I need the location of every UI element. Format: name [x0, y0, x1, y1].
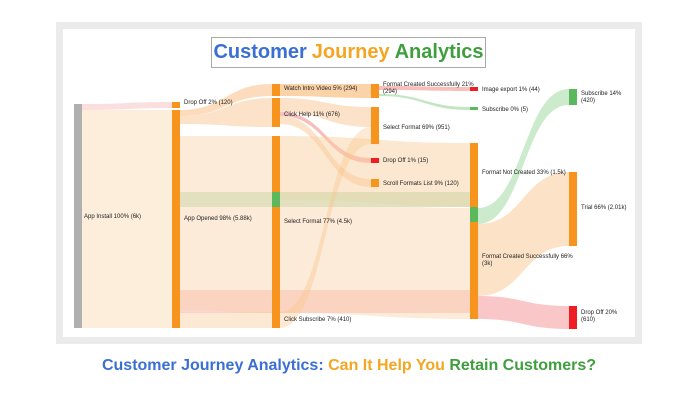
sankey-label-format_created_b: Format Created Successfully 66%(3k): [482, 254, 573, 267]
sankey-label-watch_intro: Watch Intro Video 5% (294): [284, 86, 357, 92]
sankey-label-select_format_a: Select Format 77% (4.5k): [284, 219, 352, 225]
sankey-node-watch_intro[interactable]: [272, 84, 280, 96]
sankey-link-click_help-to-select_format_b: [280, 98, 371, 127]
sankey-node-select_format_a[interactable]: [272, 136, 280, 313]
sankey-node-highlight-green-1: [470, 207, 478, 222]
sankey-link-app_install-to-app_opened: [82, 110, 172, 328]
sankey-label-click_help: Click Help 11% (676): [284, 112, 340, 118]
sankey-node-drop_off_c[interactable]: [569, 306, 577, 329]
sankey-band-1: [180, 290, 470, 313]
sankey-node-drop_off_a[interactable]: [172, 102, 180, 108]
sankey-link-select_format_a-to-format_not_created: [280, 136, 470, 207]
sankey-link-click_help-to-scroll_formats: [280, 116, 371, 187]
sankey-link-app_opened-to-watch_intro: [180, 84, 272, 116]
sankey-link-app_opened-to-click_help: [180, 98, 272, 127]
sankey-node-image_export[interactable]: [470, 87, 478, 91]
sankey-link-format_created_a-to-subscribe_a: [379, 94, 470, 110]
sankey-label-app_install: App Install 100% (6k): [84, 214, 141, 220]
sankey-label-subscribe_a: Subscribe 0% (5): [482, 107, 528, 113]
subtitle-part-2: Can It Help You: [328, 357, 445, 374]
sankey-link-watch_intro-to-format_created_a: [280, 84, 371, 98]
sankey-label-format_created_a: Format Created Successfully 21%(294): [383, 82, 474, 95]
sankey-label-scroll_formats: Scroll Formats List 9% (120): [383, 181, 459, 187]
sankey-link-format_created_a-to-image_export: [379, 86, 470, 91]
sankey-link-click_help-to-drop_off_b: [280, 112, 371, 163]
sankey-node-scroll_formats[interactable]: [371, 179, 379, 187]
sankey-node-format_not_created[interactable]: [470, 143, 478, 207]
sankey-link-app_install-to-drop_off_a: [82, 102, 172, 110]
sankey-label-subscribe_b: Subscribe 14%(420): [581, 91, 622, 104]
title-word-customer: Customer: [213, 41, 307, 63]
sankey-label-drop_off_a: Drop Off 2% (120): [184, 100, 233, 106]
sankey-node-subscribe_a[interactable]: [470, 107, 478, 110]
sankey-node-trial[interactable]: [569, 172, 577, 246]
page-subtitle: Customer Journey Analytics: Can It Help …: [0, 357, 698, 375]
sankey-node-drop_off_b[interactable]: [371, 158, 379, 163]
sankey-link-app_opened-to-click_subscribe: [180, 312, 272, 328]
sankey-link-select_format_a-to-format_created_b: [280, 200, 470, 319]
sankey-label-app_opened: App Opened 98% (5.88k): [184, 216, 252, 222]
sankey-label-click_subscribe: Click Subscribe 7% (410): [284, 317, 351, 323]
title-word-analytics: Analytics: [394, 41, 484, 63]
sankey-label-trial: Trial 66% (2.01k): [581, 205, 626, 211]
sankey-label-drop_off_c: Drop Off 20%(610): [581, 310, 618, 323]
sankey-link-app_opened-to-select_format_a: [180, 136, 272, 313]
sankey-node-select_format_b[interactable]: [371, 107, 379, 144]
sankey-node-click_subscribe[interactable]: [272, 312, 280, 328]
subtitle-part-1: Customer Journey Analytics:: [101, 357, 324, 374]
sankey-band-0: [180, 192, 470, 207]
title-box: Customer Journey Analytics: [211, 37, 486, 68]
sankey-node-app_install[interactable]: [74, 104, 82, 328]
sankey-label-image_export: Image export 1% (44): [482, 87, 540, 93]
sankey-label-drop_off_b: Drop Off 1% (15): [383, 158, 428, 164]
sankey-node-app_opened[interactable]: [172, 110, 180, 328]
sankey-node-format_created_a[interactable]: [371, 84, 379, 98]
sankey-node-click_help[interactable]: [272, 98, 280, 127]
sankey-link-format_created_b-to-drop_off_c: [478, 296, 569, 329]
sankey-node-highlight-green-0: [272, 192, 280, 207]
sankey-link-format_created_b-to-trial: [478, 172, 569, 296]
sankey-node-subscribe_b[interactable]: [569, 89, 577, 105]
sankey-label-format_not_created: Format Not Created 33% (1.5k): [482, 170, 566, 176]
title-word-journey: Journey: [311, 41, 390, 63]
sankey-label-select_format_b: Select Format 69% (951): [383, 125, 450, 131]
sankey-node-format_created_b[interactable]: [470, 208, 478, 319]
sankey-link-click_subscribe-to-select_format_b: [280, 127, 371, 328]
sankey-link-format_created_b-to-subscribe_b: [478, 89, 569, 224]
subtitle-part-3: Retain Customers?: [449, 357, 597, 374]
